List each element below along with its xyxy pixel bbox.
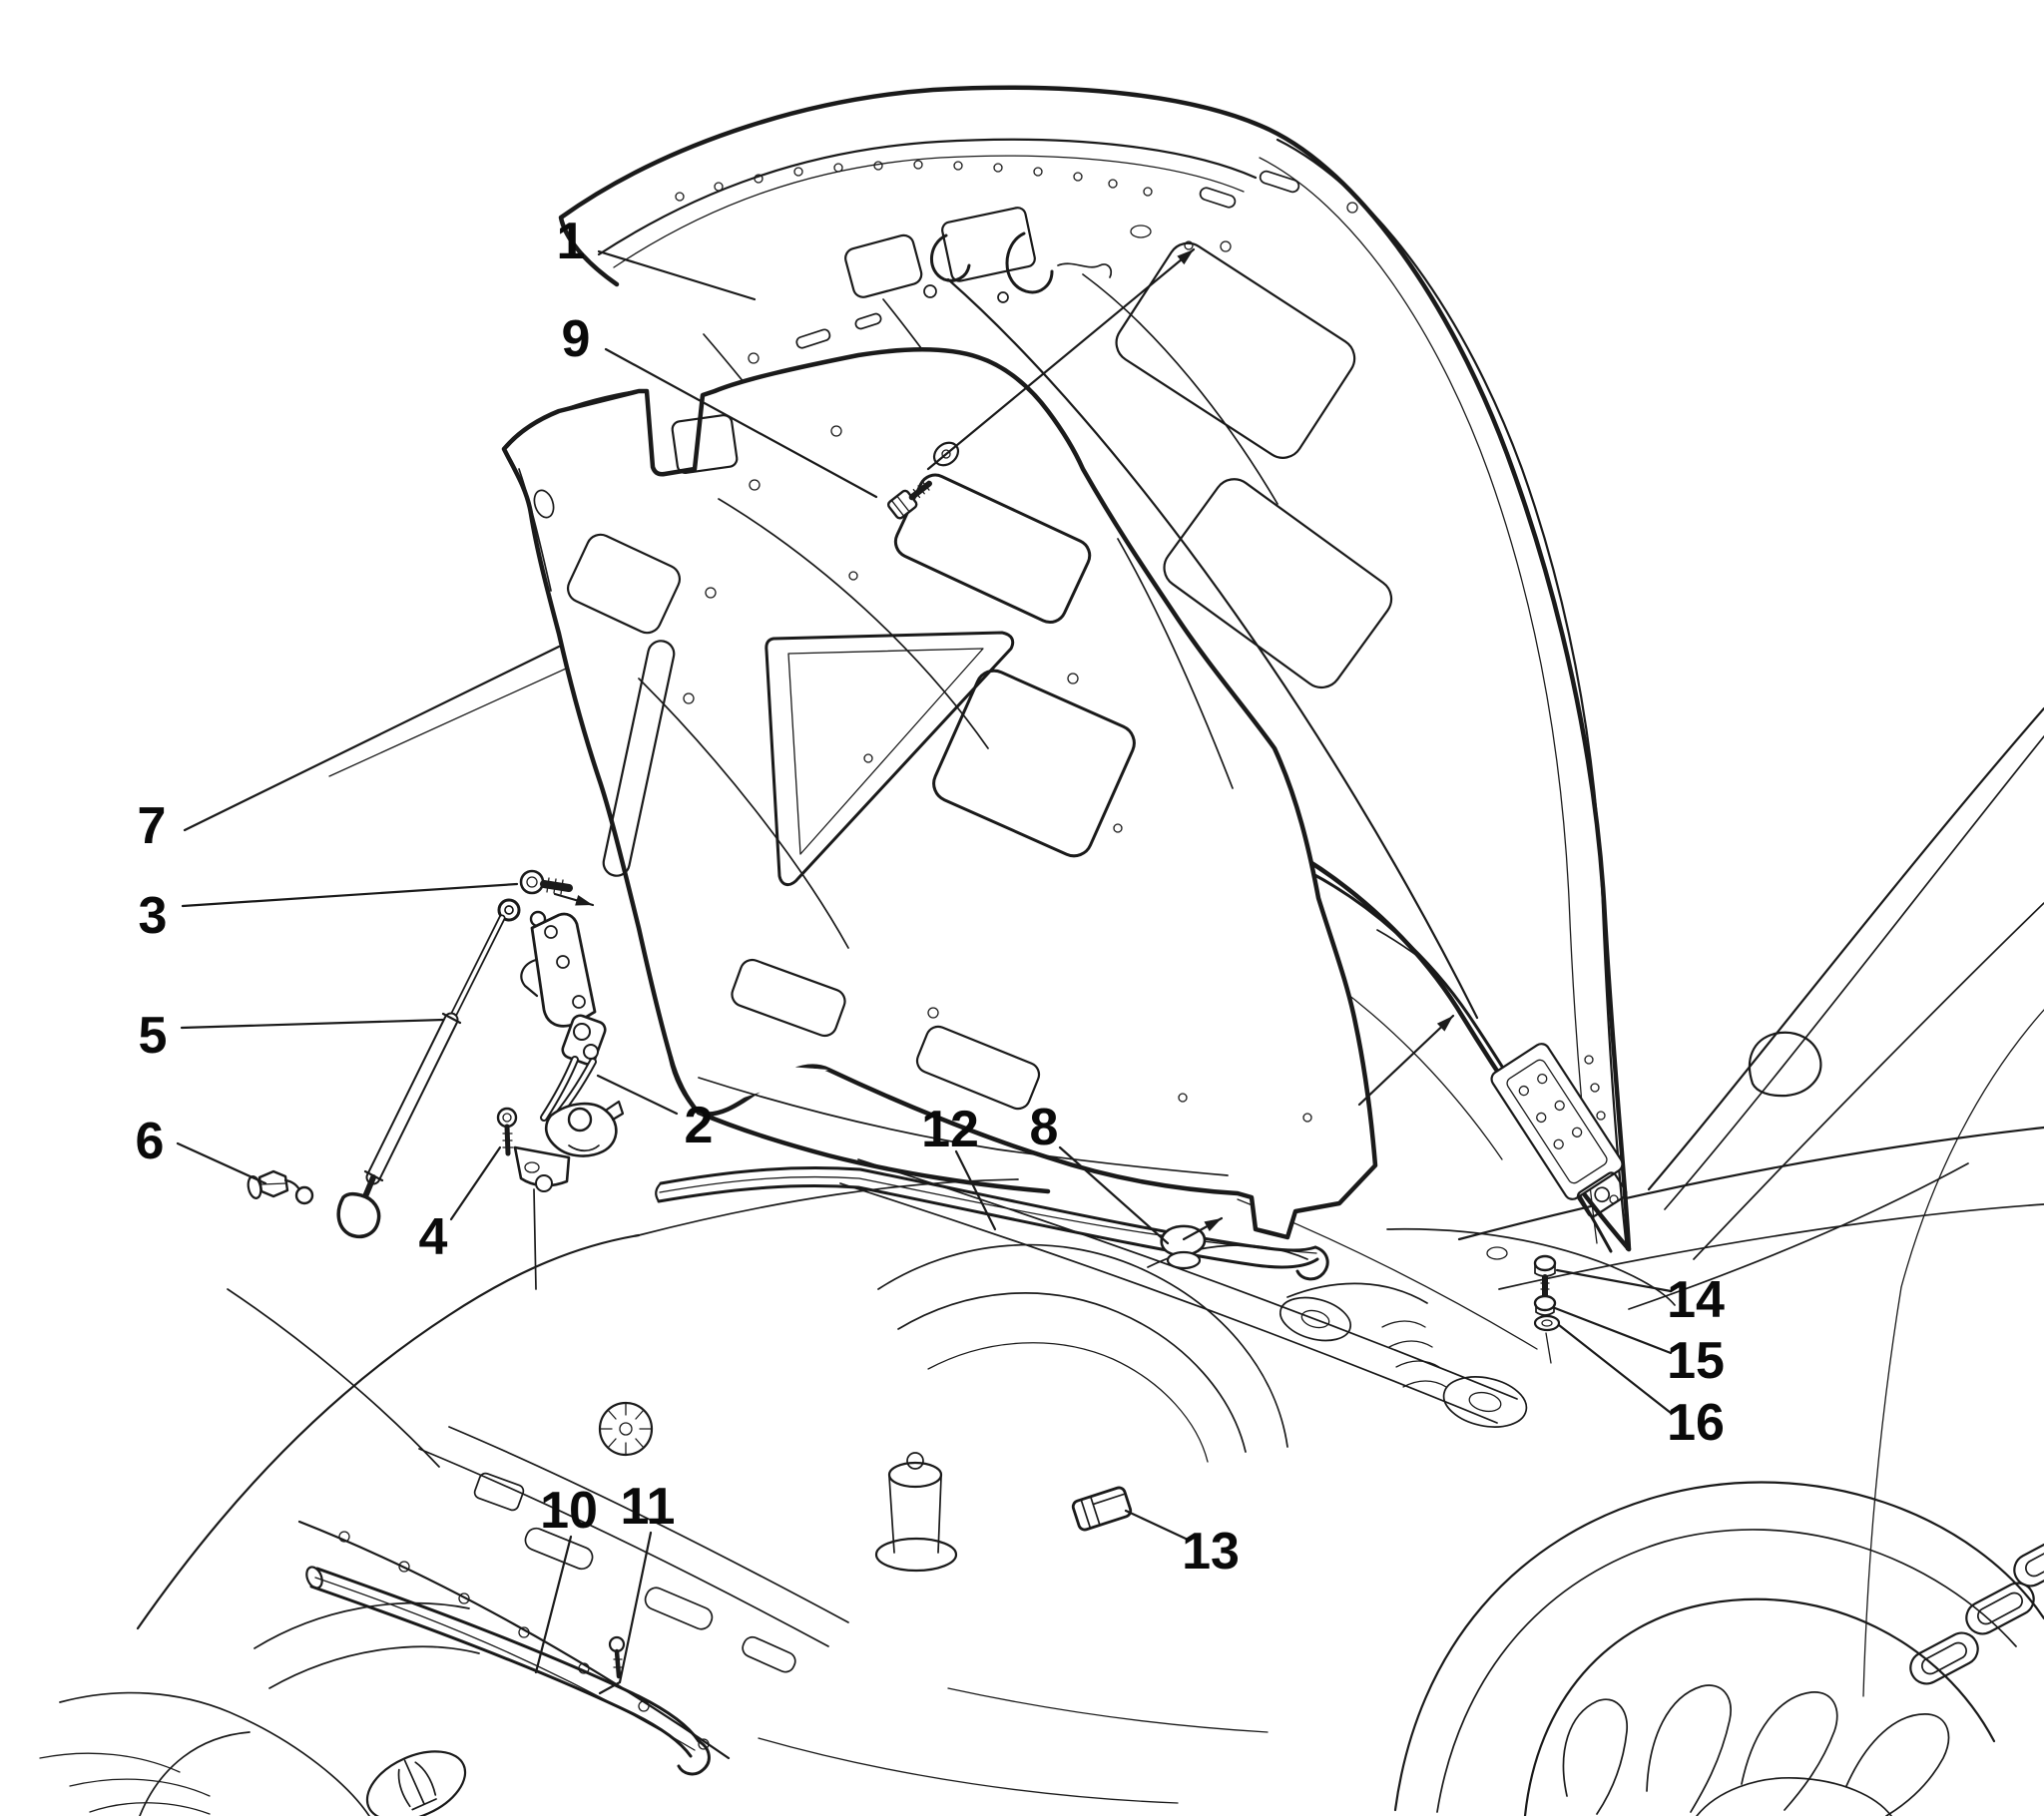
callout-number[interactable]: 16: [1667, 1394, 1725, 1452]
callout-15[interactable]: 15: [1553, 1306, 1725, 1390]
gas-strut: [336, 898, 521, 1239]
callout-number[interactable]: 12: [921, 1101, 979, 1158]
leader-line: [1357, 1014, 1455, 1107]
fender-vents: [1909, 1534, 2044, 1685]
leader-line: [598, 1531, 653, 1695]
hinge-bolt-3: [519, 869, 573, 895]
callout-number[interactable]: 13: [1182, 1523, 1240, 1581]
leader-arrowhead: [1204, 1218, 1222, 1232]
callout-16[interactable]: 16: [1557, 1323, 1725, 1452]
leader-line: [176, 1141, 267, 1185]
hinge-screw-4: [496, 1107, 518, 1156]
callout-14[interactable]: 14: [1555, 1268, 1725, 1329]
leader-line: [1557, 1323, 1673, 1415]
leader-arrowhead: [1436, 1016, 1453, 1032]
front-seal-10: [305, 1566, 711, 1776]
callout-number[interactable]: 5: [139, 1007, 168, 1065]
car-body: [39, 653, 2044, 1816]
callout-6[interactable]: 6: [136, 1113, 267, 1185]
leader-line: [183, 645, 561, 832]
callout-number[interactable]: 1: [557, 213, 586, 270]
leader-line: [1124, 1509, 1188, 1541]
callout-9[interactable]: 9: [562, 247, 1196, 499]
leader-line: [597, 249, 757, 301]
leader-arrowhead: [575, 894, 593, 906]
leader-line: [1555, 1268, 1673, 1293]
callout-number[interactable]: 10: [540, 1482, 598, 1540]
leader-line: [954, 1149, 997, 1231]
callout-2[interactable]: 2: [596, 1074, 714, 1154]
leader-line: [449, 1145, 502, 1221]
liner-screw-9: [887, 480, 933, 520]
hood-hinge-bracket: [1490, 1043, 1628, 1218]
callout-1[interactable]: 1: [557, 213, 757, 301]
hood-hole-row: [675, 160, 1153, 202]
callout-number[interactable]: 11: [621, 1478, 676, 1536]
callout-12[interactable]: 12: [921, 1101, 997, 1231]
fastener-stack-14-15-16: [1533, 1254, 1561, 1332]
callout-13[interactable]: 13: [1124, 1509, 1240, 1581]
a-pillar-windshield: [1628, 706, 2044, 1697]
callout-number[interactable]: 4: [419, 1208, 448, 1266]
leader-line: [926, 247, 1196, 471]
callout-number[interactable]: 9: [562, 310, 591, 368]
callout-number[interactable]: 14: [1667, 1271, 1725, 1329]
door-mirror: [1748, 1031, 1822, 1098]
callout-4[interactable]: 4: [419, 1145, 502, 1266]
leader-line: [604, 347, 878, 499]
leader-line: [1058, 1145, 1170, 1245]
callout-7[interactable]: 7: [138, 645, 561, 855]
pad-clip-13: [1071, 1486, 1133, 1532]
rear-seal-12: [655, 1166, 1329, 1281]
front-fender: [1393, 1126, 2044, 1816]
leader-arrowhead: [1177, 249, 1194, 265]
callout-11[interactable]: 11: [598, 1478, 676, 1695]
engine-bay-frame: [297, 1178, 1676, 1760]
callout-5[interactable]: 5: [139, 1007, 445, 1065]
leader-line: [181, 882, 519, 908]
callout-number[interactable]: 7: [138, 797, 167, 855]
leader-line: [534, 1535, 573, 1674]
callout-number[interactable]: 3: [139, 887, 168, 945]
annotation-arrow: [1357, 1014, 1455, 1107]
ball-stud: [247, 1169, 314, 1205]
callout-3[interactable]: 3: [139, 882, 595, 945]
callout-8[interactable]: 8: [1030, 1099, 1224, 1245]
hood-hinge: [513, 910, 625, 1290]
callout-number[interactable]: 15: [1667, 1332, 1725, 1390]
seal-screw-11: [608, 1635, 626, 1679]
trident-badge: [365, 1750, 467, 1816]
callout-10[interactable]: 10: [534, 1482, 598, 1674]
leader-line: [1553, 1306, 1673, 1355]
leader-line: [180, 1018, 445, 1030]
hood-latch: [923, 207, 1113, 303]
front-end: [39, 1233, 641, 1816]
leader-line: [596, 1074, 679, 1116]
callout-number[interactable]: 2: [685, 1097, 714, 1154]
engine: [598, 1243, 1447, 1804]
callout-number[interactable]: 6: [136, 1113, 165, 1170]
hood-liner-panel: [501, 347, 1378, 1240]
callout-number[interactable]: 8: [1030, 1099, 1059, 1156]
